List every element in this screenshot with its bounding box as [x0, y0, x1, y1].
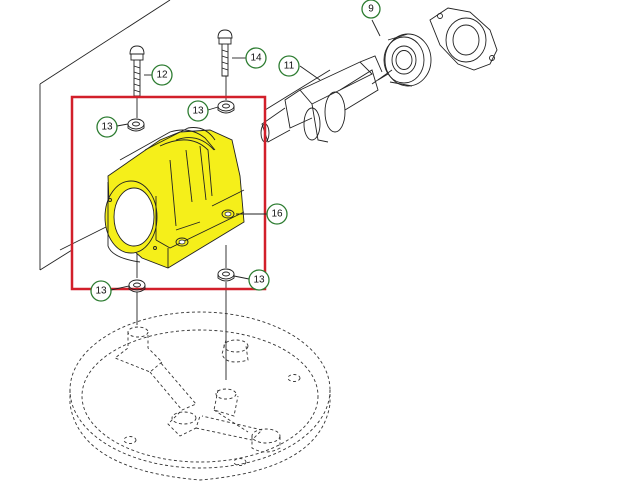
callout-13-top-right[interactable]: 13: [187, 100, 219, 122]
washer-bottom-right[interactable]: [217, 268, 235, 282]
callout-13-bottom-left[interactable]: 13: [90, 280, 130, 302]
svg-text:16: 16: [271, 209, 283, 220]
selection-box: [70, 95, 267, 291]
svg-text:13: 13: [253, 275, 265, 286]
callout-11[interactable]: 11: [278, 55, 321, 81]
svg-text:13: 13: [192, 106, 204, 117]
callout-13-bottom-right[interactable]: 13: [233, 269, 270, 291]
bolt-14-part[interactable]: [217, 29, 233, 77]
bolt-12-part[interactable]: [129, 45, 145, 97]
callout-13-top-left[interactable]: 13: [96, 116, 129, 138]
seal-plate-part[interactable]: [429, 7, 498, 71]
washer-top-right[interactable]: [217, 100, 235, 114]
callout-16[interactable]: 16: [236, 203, 288, 225]
washer-top-left[interactable]: [127, 118, 145, 132]
svg-text:11: 11: [284, 61, 295, 72]
frame-lines: [39, 0, 331, 271]
washer-bottom-left[interactable]: [128, 279, 146, 293]
svg-text:12: 12: [156, 70, 168, 81]
shaft-part[interactable]: [260, 55, 393, 143]
callout-12[interactable]: 12: [144, 64, 173, 86]
svg-text:14: 14: [250, 53, 262, 64]
base-plate-dashed: [69, 311, 331, 481]
bearing-housing-part-highlighted[interactable]: [104, 127, 245, 269]
svg-text:13: 13: [101, 122, 113, 133]
bearing-part[interactable]: [383, 33, 432, 87]
svg-text:9: 9: [368, 4, 374, 15]
callout-14[interactable]: 14: [232, 47, 267, 69]
callout-9[interactable]: 9: [361, 0, 381, 37]
svg-text:13: 13: [95, 286, 107, 297]
